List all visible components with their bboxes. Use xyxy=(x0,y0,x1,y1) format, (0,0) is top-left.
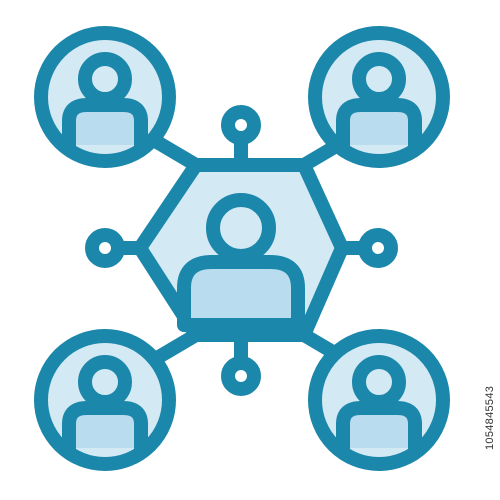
user-avatar-body xyxy=(336,98,422,152)
center-user-body xyxy=(177,255,305,332)
node-dot-right xyxy=(358,228,398,268)
user-avatar-head xyxy=(78,355,132,409)
node-dot-top xyxy=(221,105,261,145)
connector-bottom-left xyxy=(150,328,203,365)
center-user-head xyxy=(206,193,276,263)
node-dots xyxy=(85,105,398,396)
icon-root xyxy=(34,26,450,471)
user-avatar-head xyxy=(352,52,406,106)
center-user-icon xyxy=(177,193,305,332)
user-bottom-right xyxy=(308,329,450,471)
user-avatar-body xyxy=(62,401,148,455)
stock-id-label: 1054845543 xyxy=(484,385,496,450)
user-top-right xyxy=(308,26,450,168)
user-top-left xyxy=(34,26,176,168)
user-avatar-body xyxy=(336,401,422,455)
node-dot-left xyxy=(85,228,125,268)
user-bottom-left xyxy=(34,329,176,471)
node-dot-bottom xyxy=(221,356,261,396)
connector-top-left xyxy=(150,135,203,172)
user-avatar-head xyxy=(78,52,132,106)
user-avatar-head xyxy=(352,355,406,409)
user-avatar-body xyxy=(62,98,148,152)
